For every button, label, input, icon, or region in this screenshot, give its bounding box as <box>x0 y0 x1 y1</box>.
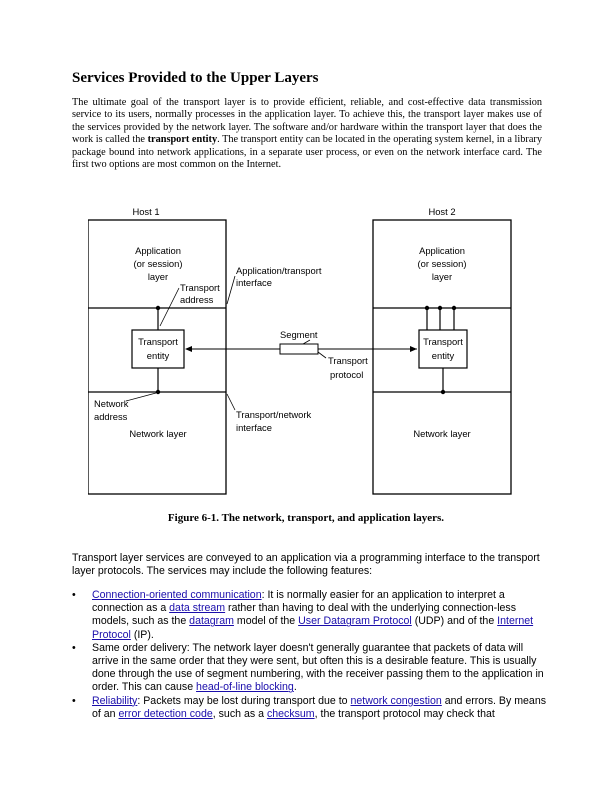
list-item-text: . <box>293 681 297 694</box>
host1-box <box>88 219 227 495</box>
list-item-text: rather than having to deal with the unde… <box>92 602 517 628</box>
transport-network-interface-line1: Transport/network <box>236 409 312 420</box>
link-data-stream[interactable]: data stream <box>169 602 226 615</box>
host2-label: Host 2 <box>428 206 455 217</box>
transport-protocol-line1: Transport <box>328 355 368 366</box>
link-connection-oriented-communication[interactable]: Connection-oriented communication <box>92 589 262 601</box>
transport-network-interface-line2: interface <box>236 422 272 433</box>
segment-pointer <box>302 339 311 345</box>
link-internet-protocol[interactable]: Internet Protocol <box>92 615 534 641</box>
host1-network-layer-label: Network layer <box>129 428 186 439</box>
host1-app-layer-line1: Application <box>135 245 181 256</box>
link-datagram[interactable]: datagram <box>189 615 234 628</box>
host2-app-layer-line2: (or session) <box>418 258 467 269</box>
host1-label: Host 1 <box>132 206 159 217</box>
layers-figure: Host 1 Host 2 Application (or session) l… <box>88 204 528 504</box>
list-item-text: : It is normally easier for an applicati… <box>92 589 505 615</box>
list-item-text: and errors. By means of an <box>92 694 547 720</box>
host2-app-layer-line1: Application <box>419 245 465 256</box>
network-address-pointer <box>125 392 157 402</box>
app-transport-interface-pointer <box>226 275 236 305</box>
list-item-text: , such as a <box>212 707 267 720</box>
host2-transport-entity-line1: Transport <box>423 336 463 347</box>
intro-text-1: The ultimate goal of the transport layer… <box>72 97 542 146</box>
host2-box <box>372 219 512 495</box>
host1-transport-entity-line1: Transport <box>138 336 178 347</box>
transport-protocol-pointer <box>317 351 327 359</box>
network-address-line2: address <box>94 411 128 422</box>
transport-network-interface-pointer <box>226 393 236 411</box>
transport-protocol-line2: protocol <box>330 369 363 380</box>
host1-app-port <box>155 305 161 311</box>
host2-app-port-1 <box>424 305 430 311</box>
app-transport-interface-line2: interface <box>236 277 272 288</box>
list-item-text: (IP). <box>130 628 154 641</box>
bullet-icon: • <box>72 694 76 707</box>
figure-caption: Figure 6-1. The network, transport, and … <box>167 512 445 524</box>
host1-transport-entity-line2: entity <box>147 350 170 361</box>
layers-diagram: Host 1 Host 2 Application (or session) l… <box>88 206 512 495</box>
services-intro-paragraph: Transport layer services are conveyed to… <box>72 552 540 578</box>
list-item-text: model of the <box>233 615 299 628</box>
section-heading: Services Provided to the Upper Layers <box>72 70 319 86</box>
list-item: • Reliability: Packets may be lost durin… <box>72 695 547 721</box>
bullet-icon: • <box>72 589 76 601</box>
host2-network-port <box>440 389 446 395</box>
list-item: • Connection-oriented communication: It … <box>72 589 547 642</box>
features-list: • Connection-oriented communication: It … <box>72 589 547 721</box>
host2-app-port-3 <box>451 305 457 311</box>
list-item: • Same order delivery: The network layer… <box>72 642 547 695</box>
host2-app-layer-line3: layer <box>432 271 452 282</box>
segment-label: Segment <box>280 329 318 340</box>
list-item-text: (UDP) and of the <box>411 615 498 628</box>
link-user-datagram-protocol[interactable]: User Datagram Protocol <box>298 615 412 628</box>
transport-address-line2: address <box>180 294 214 305</box>
intro-bold-term: transport entity <box>147 134 218 146</box>
link-head-of-line-blocking[interactable]: head-of-line blocking <box>196 681 294 694</box>
list-item-text: : Packets may be lost during transport d… <box>137 694 351 707</box>
transport-address-line1: Transport <box>180 282 220 293</box>
host2-network-layer-label: Network layer <box>413 428 470 439</box>
host1-network-port <box>155 389 161 395</box>
link-reliability[interactable]: Reliability <box>92 694 138 707</box>
list-item-text: , the transport protocol may check that <box>314 707 495 720</box>
link-error-detection-code[interactable]: error detection code <box>118 707 213 720</box>
app-transport-interface-line1: Application/transport <box>236 265 322 276</box>
link-network-congestion[interactable]: network congestion <box>350 694 442 707</box>
transport-address-pointer <box>159 287 180 327</box>
host1-app-layer-line3: layer <box>148 271 168 282</box>
link-checksum[interactable]: checksum <box>266 707 315 720</box>
intro-text-2: . The transport entity can be located in… <box>72 134 542 171</box>
host2-transport-entity-box <box>418 329 468 369</box>
intro-paragraph: The ultimate goal of the transport layer… <box>72 97 542 171</box>
host2-app-port-2 <box>437 305 443 311</box>
bullet-icon: • <box>72 641 76 654</box>
host2-transport-entity-line2: entity <box>432 350 455 361</box>
segment-box <box>279 343 319 355</box>
list-item-text: Same order delivery: The network layer d… <box>92 641 544 694</box>
host1-app-layer-line2: (or session) <box>134 258 183 269</box>
network-address-line1: Network <box>94 398 129 409</box>
